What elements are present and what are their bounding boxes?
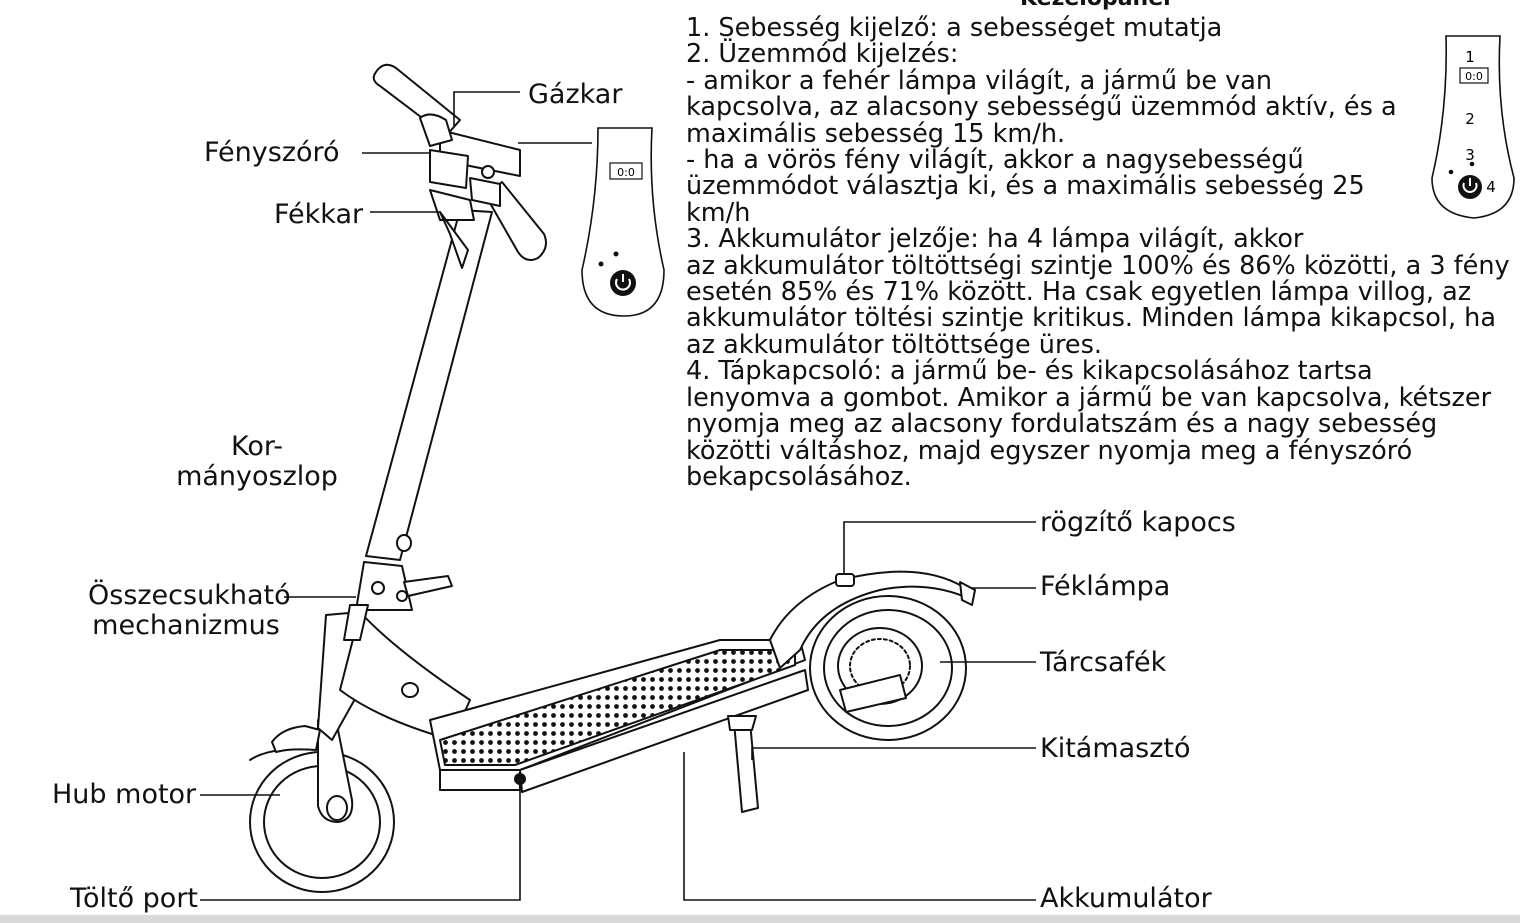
panel-line: - amikor a fehér lámpa világít, a jármű … bbox=[686, 65, 1273, 96]
label-headlight: Fényszóró bbox=[204, 137, 340, 168]
leader-throttle bbox=[453, 91, 520, 126]
label-hub-motor: Hub motor bbox=[52, 779, 197, 810]
panel-line: km/h bbox=[686, 197, 751, 228]
hub-motor bbox=[317, 719, 354, 823]
panel-line: 2. Üzemmód kijelzés: bbox=[686, 39, 959, 70]
legend-number-4: 4 bbox=[1486, 178, 1496, 196]
label-steering-column-line2: mányoszlop bbox=[176, 461, 338, 492]
panel-line: nyomja meg az alacsony fordulatszám és a… bbox=[686, 409, 1438, 440]
panel-title: Kezelőpanel bbox=[1020, 0, 1171, 11]
panel-line: lenyomva a gombot. Amikor a jármű be van… bbox=[686, 382, 1492, 413]
rear-wheel bbox=[809, 595, 967, 741]
throttle-body bbox=[419, 113, 453, 147]
panel-description: 1. Sebesség kijelző: a sebességet mutatj… bbox=[686, 13, 1516, 492]
kickstand bbox=[733, 721, 759, 813]
legend-number-1: 1 bbox=[1465, 48, 1475, 66]
label-brake-lever: Fékkar bbox=[274, 199, 364, 230]
control-display: 0:0 bbox=[581, 127, 665, 317]
panel-line: kapcsolva, az alacsony sebességű üzemmód… bbox=[686, 92, 1397, 123]
panel-line: közötti váltáshoz, majd egyszer nyomja m… bbox=[686, 435, 1413, 466]
scooter-illustration bbox=[249, 63, 976, 893]
panel-line: - ha a vörös fény világít, akkor a nagys… bbox=[686, 145, 1304, 176]
brake-lever bbox=[429, 189, 475, 221]
panel-line: esetén 85% és 71% között. Ha csak egyetl… bbox=[686, 277, 1472, 308]
panel-line: akkumulátor töltési szintje kritikus. Mi… bbox=[686, 303, 1496, 334]
label-disc-brake: Tárcsafék bbox=[1040, 647, 1167, 678]
display-legend: 1 0:0 2 3 4 bbox=[1431, 35, 1515, 219]
leader-lines bbox=[200, 91, 1036, 901]
label-clip: rögzítő kapocs bbox=[1040, 507, 1236, 538]
label-kickstand: Kitámasztó bbox=[1040, 733, 1191, 764]
display-readout-box bbox=[609, 162, 643, 180]
legend-number-3: 3 bbox=[1465, 146, 1475, 164]
panel-line: 1. Sebesség kijelző: a sebességet mutatj… bbox=[686, 13, 1223, 43]
panel-line: az akkumulátor töltöttségi szintje 100% … bbox=[686, 250, 1510, 281]
deck-grip bbox=[439, 649, 796, 766]
label-throttle: Gázkar bbox=[528, 79, 623, 110]
legend-readout: 0:0 bbox=[1465, 70, 1483, 83]
label-steering-column-line1: Kor- bbox=[231, 431, 283, 462]
legend-power-button-icon bbox=[1458, 175, 1482, 199]
label-battery: Akkumulátor bbox=[1040, 883, 1212, 914]
legend-readout-box bbox=[1459, 67, 1489, 84]
power-button-icon bbox=[610, 270, 636, 296]
bottom-divider bbox=[0, 915, 1520, 923]
label-folding-line1: Összecsukható bbox=[88, 580, 291, 611]
leader-clip bbox=[843, 521, 1036, 574]
panel-line: maximális sebesség 15 km/h. bbox=[686, 118, 1066, 149]
leader-battery bbox=[683, 752, 1036, 901]
steering-column bbox=[365, 209, 493, 561]
display-readout: 0:0 bbox=[617, 166, 635, 179]
panel-line: bekapcsolásához. bbox=[686, 461, 912, 492]
label-brake-light: Féklámpa bbox=[1040, 571, 1171, 602]
panel-line: az akkumulátor töltöttsége üres. bbox=[686, 329, 1102, 360]
label-folding-mechanism: Összecsukható mechanizmus bbox=[88, 580, 291, 641]
panel-line: üzemmódot választja ki, és a maximális s… bbox=[686, 171, 1365, 202]
front-fender bbox=[271, 725, 321, 753]
panel-line: 3. Akkumulátor jelzője: ha 4 lámpa világ… bbox=[686, 224, 1304, 255]
label-charging-port: Töltő port bbox=[70, 883, 199, 914]
leader-kickstand bbox=[751, 747, 1036, 760]
label-folding-line2: mechanizmus bbox=[92, 610, 280, 641]
label-steering-column: Kor- mányoszlop bbox=[172, 432, 342, 492]
panel-line: 4. Tápkapcsoló: a jármű be- és kikapcsol… bbox=[686, 356, 1373, 387]
leader-charging-port bbox=[200, 780, 521, 901]
legend-number-2: 2 bbox=[1465, 110, 1475, 128]
